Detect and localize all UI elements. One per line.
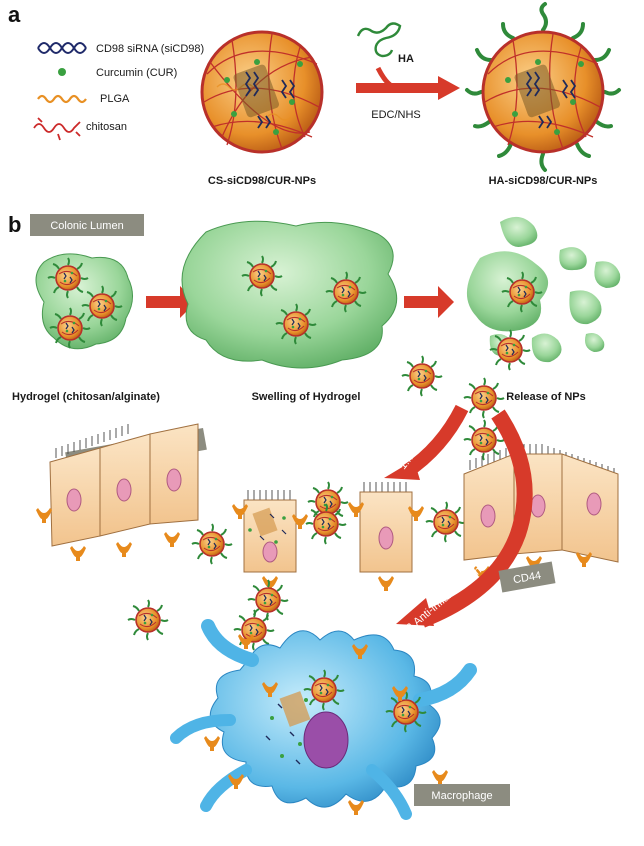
np-between-cells bbox=[305, 503, 347, 545]
macrophage-tag-text: Macrophage bbox=[431, 790, 492, 802]
hydrogel-small bbox=[35, 253, 133, 350]
epithelial-cell-uptake bbox=[232, 490, 308, 591]
legend: CD98 siRNA (siCD98) Curcumin (CUR) PLGA … bbox=[33, 42, 204, 141]
free-np bbox=[233, 609, 275, 651]
macrophage-cell bbox=[170, 619, 477, 820]
plga-wave-icon bbox=[37, 94, 87, 104]
curcumin-dot-icon bbox=[58, 68, 66, 76]
ha-strand-icon bbox=[356, 22, 402, 58]
hydrogel-swollen bbox=[181, 220, 398, 369]
panel-b-label: b bbox=[8, 212, 21, 237]
colonic-lumen-text: Colonic Lumen bbox=[50, 220, 123, 232]
macrophage-tag bbox=[414, 784, 510, 806]
ha-nanoparticle bbox=[465, 2, 621, 172]
legend-curcumin-text: Curcumin (CUR) bbox=[96, 67, 177, 79]
np-near-cell bbox=[191, 523, 233, 565]
sirna-helix-icon bbox=[37, 42, 87, 54]
mucosal-protection-arrowhead bbox=[384, 460, 420, 480]
reaction-arrow-shaft bbox=[356, 83, 442, 93]
release-arrow bbox=[404, 286, 454, 318]
legend-chitosan-text: chitosan bbox=[86, 121, 127, 133]
colonic-lumen-tag bbox=[30, 214, 144, 236]
np-near-cell bbox=[425, 501, 467, 543]
cd44-tag-text: CD44 bbox=[512, 570, 542, 587]
epithelial-layer-left bbox=[36, 423, 199, 561]
cs-nanoparticle-label: CS-siCD98/CUR-NPs bbox=[208, 175, 316, 187]
ha-label: HA bbox=[398, 53, 414, 65]
legend-plga-text: PLGA bbox=[100, 93, 130, 105]
released-np bbox=[463, 377, 505, 419]
stage1-label: Hydrogel (chitosan/alginate) bbox=[12, 391, 160, 403]
released-np bbox=[401, 355, 443, 397]
ha-nanoparticle-label: HA-siCD98/CUR-NPs bbox=[489, 175, 598, 187]
chitosan-chain-icon bbox=[33, 117, 81, 141]
anti-inflammation-arrow bbox=[419, 409, 533, 628]
legend-sirna-text: CD98 siRNA (siCD98) bbox=[96, 43, 204, 55]
stage3-label: Release of NPs bbox=[506, 391, 585, 403]
cd44-tag bbox=[498, 561, 556, 593]
stage2-label: Swelling of Hydrogel bbox=[252, 391, 361, 403]
free-np bbox=[127, 599, 169, 641]
swelling-arrow bbox=[146, 286, 196, 318]
panel-a-label: a bbox=[8, 2, 21, 27]
reaction-arrow-head bbox=[438, 76, 460, 100]
anti-inflammation-arrowhead bbox=[396, 598, 434, 626]
epithelial-layer-right bbox=[463, 444, 619, 581]
epithelial-cell-right-single bbox=[348, 482, 424, 591]
cs-nanoparticle bbox=[200, 30, 324, 154]
hydrogel-fragments bbox=[466, 216, 621, 371]
reaction-label: EDC/NHS bbox=[371, 109, 421, 121]
